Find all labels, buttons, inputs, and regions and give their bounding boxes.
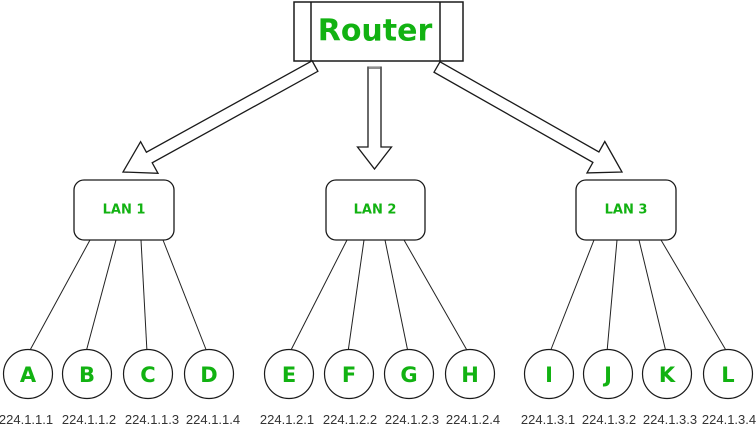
host-b: B 224.1.1.2 bbox=[61, 348, 116, 427]
lan3-box bbox=[575, 179, 677, 241]
host-e-circle bbox=[263, 348, 315, 400]
host-i-ip: 224.1.3.1 bbox=[521, 412, 575, 427]
host-j-circle bbox=[582, 348, 634, 400]
host-d-label: D bbox=[200, 363, 217, 387]
host-h: H 224.1.2.4 bbox=[444, 348, 500, 427]
link-lan3-host-l bbox=[660, 239, 728, 353]
router-box bbox=[293, 1, 464, 62]
host-j: J 224.1.3.2 bbox=[582, 348, 636, 427]
lan3-label: LAN 3 bbox=[605, 203, 648, 218]
host-g: G 224.1.2.3 bbox=[383, 348, 439, 427]
host-a: A 224.1.1.1 bbox=[0, 348, 54, 427]
host-g-circle bbox=[383, 348, 435, 400]
host-a-ip: 224.1.1.1 bbox=[0, 412, 53, 427]
lan1-group: LAN 1 A 224.1.1.1 B 224.1.1.2 C 224.1.1.… bbox=[0, 179, 240, 427]
host-j-label: J bbox=[602, 363, 612, 387]
link-lan3-host-j bbox=[606, 239, 618, 353]
lan3-group: LAN 3 I 224.1.3.1 J 224.1.3.2 K 224.1.3.… bbox=[521, 179, 756, 427]
link-lan3-host-i bbox=[549, 239, 595, 353]
host-e-label: E bbox=[282, 363, 296, 387]
host-k-label: K bbox=[659, 363, 676, 387]
host-d: D 224.1.1.4 bbox=[183, 348, 240, 427]
host-c-ip: 224.1.1.3 bbox=[125, 412, 179, 427]
host-b-ip: 224.1.1.2 bbox=[62, 412, 116, 427]
lan2-group: LAN 2 E 224.1.2.1 F 224.1.2.2 G 224.1.2.… bbox=[260, 179, 500, 427]
host-k-circle bbox=[641, 348, 693, 400]
router-node: Router bbox=[293, 1, 464, 62]
host-f-ip: 224.1.2.2 bbox=[323, 412, 377, 427]
link-lan1-host-c bbox=[140, 239, 148, 353]
host-i: I 224.1.3.1 bbox=[521, 348, 575, 427]
router-to-lan2-arrow-icon bbox=[356, 66, 393, 171]
host-c-circle bbox=[122, 348, 174, 400]
host-i-circle bbox=[523, 348, 575, 400]
host-e-ip: 224.1.2.1 bbox=[260, 412, 314, 427]
lan2-box bbox=[325, 179, 426, 241]
link-lan2-host-h bbox=[403, 239, 469, 353]
host-c-label: C bbox=[140, 363, 155, 387]
link-lan1-host-a bbox=[28, 239, 91, 353]
host-a-circle bbox=[2, 348, 54, 400]
host-k-ip: 224.1.3.3 bbox=[643, 412, 697, 427]
host-f-label: F bbox=[342, 363, 356, 387]
host-i-label: I bbox=[545, 363, 553, 387]
host-b-label: B bbox=[79, 363, 95, 387]
host-c: C 224.1.1.3 bbox=[122, 348, 179, 427]
host-j-ip: 224.1.3.2 bbox=[582, 412, 636, 427]
host-l-circle bbox=[702, 348, 754, 400]
link-lan3-host-k bbox=[638, 239, 667, 353]
host-h-circle bbox=[444, 348, 496, 400]
lan1-label: LAN 1 bbox=[103, 203, 146, 218]
host-d-circle bbox=[183, 348, 235, 400]
host-e: E 224.1.2.1 bbox=[260, 348, 315, 427]
router-to-lan3-arrow-icon bbox=[433, 60, 624, 174]
host-l-label: L bbox=[721, 363, 734, 387]
router-label: Router bbox=[318, 14, 433, 49]
host-d-ip: 224.1.1.4 bbox=[186, 412, 240, 427]
host-f-circle bbox=[323, 348, 375, 400]
host-l-ip: 224.1.3.4 bbox=[702, 412, 756, 427]
host-f: F 224.1.2.2 bbox=[323, 348, 377, 427]
link-lan1-host-d bbox=[162, 239, 208, 353]
router-to-lan1-arrow-icon bbox=[121, 59, 319, 174]
link-lan2-host-f bbox=[347, 239, 365, 353]
host-a-label: A bbox=[20, 363, 37, 387]
host-h-ip: 224.1.2.4 bbox=[446, 412, 500, 427]
link-lan1-host-b bbox=[85, 239, 117, 353]
link-lan2-host-e bbox=[289, 239, 348, 353]
host-h-label: H bbox=[461, 363, 479, 387]
lan1-box bbox=[73, 179, 175, 241]
lan2-label: LAN 2 bbox=[354, 203, 397, 218]
host-b-circle bbox=[61, 348, 113, 400]
host-g-ip: 224.1.2.3 bbox=[385, 412, 439, 427]
host-k: K 224.1.3.3 bbox=[641, 348, 697, 427]
host-g-label: G bbox=[400, 363, 417, 387]
link-lan2-host-g bbox=[384, 239, 409, 353]
host-l: L 224.1.3.4 bbox=[702, 348, 756, 427]
